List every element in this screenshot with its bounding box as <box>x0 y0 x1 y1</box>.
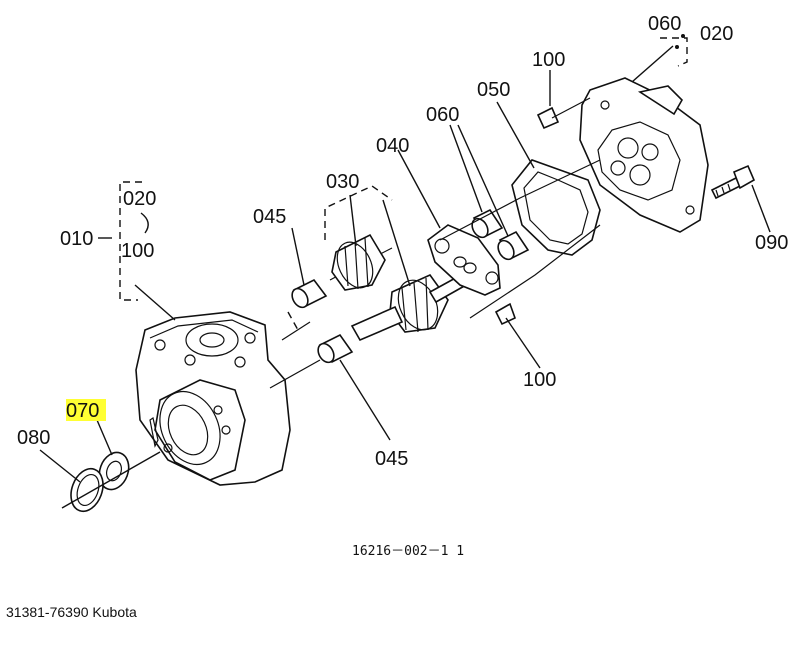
label-060-mid: 060 <box>426 104 459 126</box>
label-090: 090 <box>755 232 788 254</box>
oil-seal-070 <box>98 451 130 491</box>
snap-ring-080 <box>70 467 104 513</box>
exploded-parts-diagram: 060 020 100 050 060 040 030 045 020 010 … <box>17 13 788 559</box>
bushing-045-lower <box>317 333 354 364</box>
bushing-045-upper <box>291 278 328 309</box>
label-045-top: 045 <box>253 206 286 228</box>
side-plate-040 <box>427 224 501 296</box>
gasket-050 <box>511 159 601 256</box>
highlight-070 <box>66 399 106 421</box>
label-070: 070 <box>66 400 99 422</box>
pump-housing <box>135 311 291 486</box>
label-060-top: 060 <box>648 13 681 35</box>
label-045-bottom: 045 <box>375 448 408 470</box>
marker-dot-top <box>681 34 685 38</box>
drawing-number: 16216－002－1 1 <box>352 544 464 559</box>
bolt-090 <box>710 164 756 200</box>
label-020-left: 020 <box>123 188 156 210</box>
label-040: 040 <box>376 135 409 157</box>
drive-gear-030-upper <box>329 233 393 291</box>
label-020-top: 020 <box>700 23 733 45</box>
shaft-axis-line <box>61 451 161 509</box>
bushing-060-upper <box>471 208 504 239</box>
label-050: 050 <box>477 79 510 101</box>
label-080: 080 <box>17 427 50 449</box>
bracket-060-020 <box>660 37 688 67</box>
dowel-pin-100-bottom <box>494 302 516 326</box>
dowel-pin-100-top <box>536 106 560 130</box>
label-030: 030 <box>326 171 359 193</box>
bracket-010 <box>119 181 142 301</box>
pump-cover <box>579 77 709 233</box>
marker-dot-top-2 <box>675 45 679 49</box>
bushing-060-lower <box>497 230 530 261</box>
part-caption: 31381-76390 Kubota <box>6 604 137 620</box>
bracket-030 <box>324 185 393 240</box>
label-100-top: 100 <box>532 49 565 71</box>
label-100-left: 100 <box>121 240 154 262</box>
bracket-045-link <box>287 311 299 331</box>
label-010: 010 <box>60 228 93 250</box>
label-100-bottom: 100 <box>523 369 556 391</box>
